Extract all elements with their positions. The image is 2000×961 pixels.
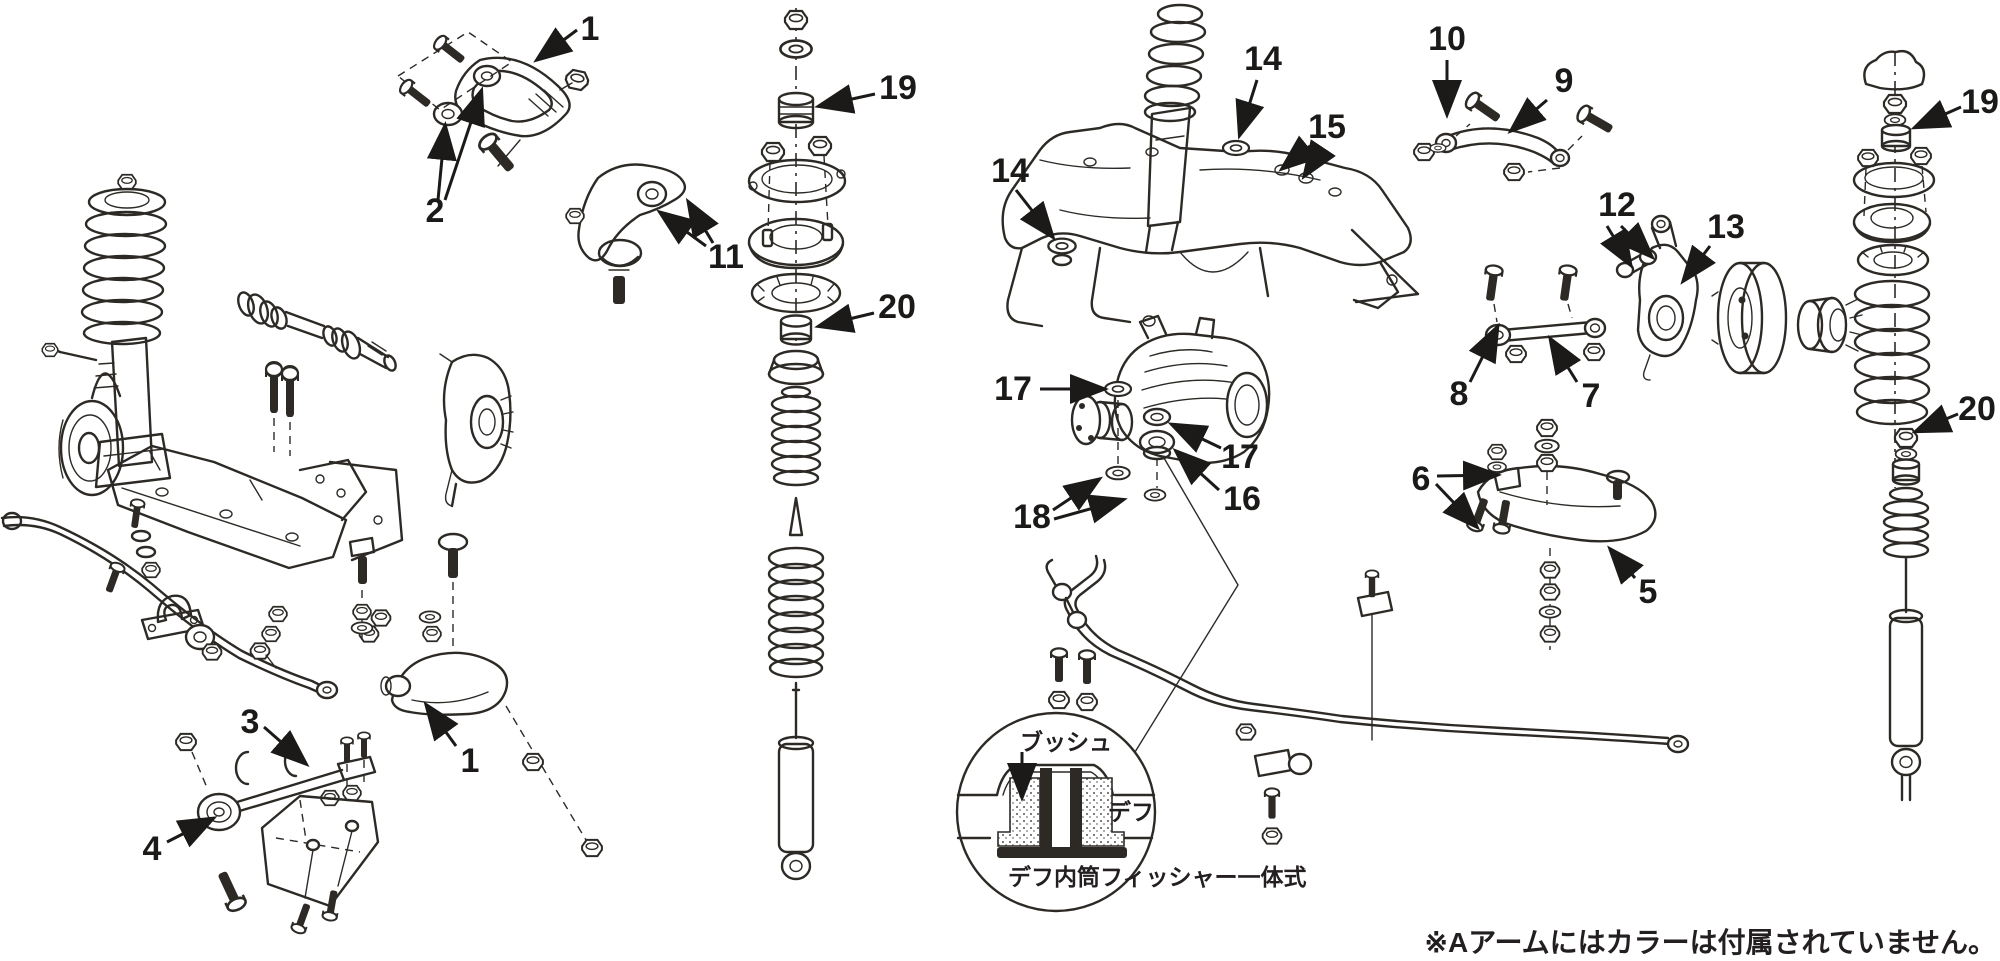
callout-label-15: 15 — [1308, 108, 1346, 146]
bushing-19 — [777, 91, 815, 130]
callout-arrow-9 — [1507, 97, 1548, 134]
callout-label-1: 1 — [581, 10, 600, 48]
callout-arrow-11 — [656, 209, 707, 248]
callout-arrow-16 — [1172, 447, 1221, 492]
bushing-20-rear — [1891, 458, 1921, 486]
callout-label-14: 14 — [1244, 40, 1282, 78]
upper-arm-ball-joint — [565, 163, 687, 304]
callout-label-18: 18 — [1013, 498, 1051, 536]
callout-label-7: 7 — [1582, 377, 1601, 415]
callout-label-14: 14 — [991, 152, 1029, 190]
callout-label-1: 1 — [461, 742, 480, 780]
rear-hub — [1796, 296, 1863, 354]
front-lower-arm — [348, 532, 603, 858]
callout-label-19: 19 — [879, 69, 917, 107]
drive-axle — [237, 291, 397, 372]
rear-shock-exploded — [1852, 49, 1936, 802]
callout-arrow-19 — [814, 84, 876, 114]
callout-label-4: 4 — [143, 830, 162, 868]
callout-arrow-18 — [1053, 494, 1128, 524]
callout-label-13: 13 — [1707, 208, 1745, 246]
toe-control-arm — [1480, 263, 1607, 364]
callout-arrow-17 — [1167, 422, 1222, 453]
callout-arrow-2 — [426, 121, 457, 201]
front-sway-bar — [0, 497, 392, 700]
callout-label-20: 20 — [878, 288, 916, 326]
footnote-text: ※Aアームにはカラーは付属されていません。 — [1425, 927, 1996, 958]
callout-label-17: 17 — [994, 370, 1032, 408]
callout-arrow-1 — [423, 701, 459, 747]
rear-lower-arm — [1356, 418, 1657, 741]
callout-label-9: 9 — [1555, 62, 1574, 100]
inset-caption: デフ内筒フィッシャー一体式 — [1008, 864, 1307, 890]
subframe-bolts — [264, 360, 300, 456]
callout-arrow-1 — [533, 27, 578, 63]
inset-bushing-label: ブッシュ — [1020, 729, 1112, 755]
front-knuckle-rotor — [41, 342, 125, 497]
callout-arrow-20 — [814, 303, 875, 333]
callout-arrow-20 — [1911, 404, 1959, 434]
callout-arrow-5 — [1607, 545, 1644, 585]
front-strut-assembly — [80, 173, 172, 489]
callout-label-8: 8 — [1450, 375, 1469, 413]
callout-arrow-2 — [443, 86, 485, 201]
callout-label-12: 12 — [1598, 186, 1636, 224]
callout-label-2: 2 — [426, 192, 445, 230]
diff-bushing-inset: ブッシュ デフ デフ内筒フィッシャー一体式 — [955, 711, 1307, 913]
spare-knuckle — [439, 353, 514, 508]
callout-arrow-14 — [1014, 189, 1056, 241]
inset-diff-label: デフ — [1108, 799, 1154, 825]
callout-label-10: 10 — [1428, 20, 1466, 58]
callout-label-3: 3 — [241, 703, 260, 741]
callout-label-16: 16 — [1223, 480, 1261, 518]
callout-arrow-13 — [1680, 244, 1716, 285]
callout-arrow-7 — [1547, 334, 1582, 383]
callout-arrow-4 — [166, 816, 218, 848]
callout-arrow-12 — [1617, 222, 1656, 261]
front-subframe — [106, 444, 404, 570]
callout-arrow-14 — [1235, 79, 1265, 140]
callout-arrow-19 — [1910, 99, 1962, 130]
callout-label-6: 6 — [1412, 460, 1431, 498]
bushing-20 — [779, 314, 813, 346]
callout-arrow-11 — [685, 197, 719, 244]
callout-label-17: 17 — [1221, 438, 1259, 476]
bushing-19-rear — [1880, 123, 1912, 153]
callout-arrow-15 — [1301, 139, 1336, 180]
front-upper-control-arm — [396, 31, 591, 178]
inset-leader-line — [1134, 457, 1239, 753]
callout-arrow-3 — [263, 725, 310, 767]
rear-subframe — [1001, 122, 1420, 328]
callout-arrow-6 — [1436, 460, 1502, 491]
brake-drum — [1711, 261, 1788, 375]
callout-label-19: 19 — [1961, 83, 1999, 121]
tension-rod — [175, 731, 380, 937]
rear-strut-complete — [1143, 3, 1207, 254]
callout-label-5: 5 — [1639, 573, 1658, 611]
callout-arrow-8 — [1468, 322, 1500, 383]
rear-upper-link — [1413, 89, 1617, 182]
callout-label-11: 11 — [708, 238, 744, 276]
front-shock-exploded — [747, 8, 847, 881]
callout-arrow-18 — [1052, 476, 1103, 512]
callout-label-20: 20 — [1958, 390, 1996, 428]
rear-sway-bar — [1045, 554, 1690, 845]
callout-arrow-6 — [1434, 482, 1481, 531]
rear-knuckle — [1615, 214, 1699, 381]
